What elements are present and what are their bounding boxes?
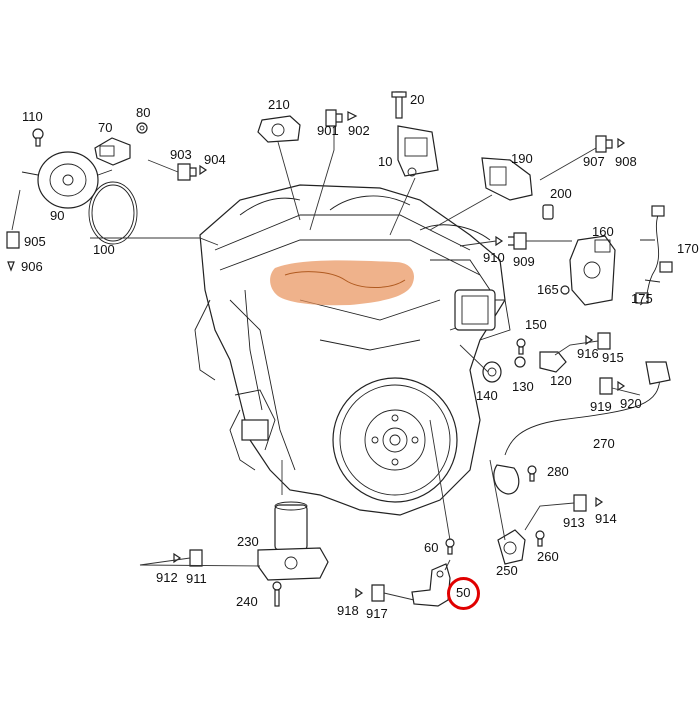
part-140-gasket	[482, 361, 502, 383]
part-170-harness	[635, 205, 673, 306]
callout-915[interactable]: 915	[602, 350, 624, 365]
callout-902[interactable]: 902	[348, 123, 370, 138]
callout-270[interactable]: 270	[593, 436, 615, 451]
callout-165[interactable]: 165	[537, 282, 559, 297]
callout-920[interactable]: 920	[620, 396, 642, 411]
callout-908[interactable]: 908	[615, 154, 637, 169]
callout-250[interactable]: 250	[496, 563, 518, 578]
callout-150[interactable]: 150	[525, 317, 547, 332]
callout-919[interactable]: 919	[590, 399, 612, 414]
callout-909[interactable]: 909	[513, 254, 535, 269]
part-190-valve	[481, 157, 533, 201]
callout-100[interactable]: 100	[93, 242, 115, 257]
part-90-pump	[21, 151, 113, 209]
callout-140[interactable]: 140	[476, 388, 498, 403]
callout-912[interactable]: 912	[156, 570, 178, 585]
callout-240[interactable]: 240	[236, 594, 258, 609]
part-240-bolt	[272, 581, 282, 607]
leader-lines	[11, 126, 641, 601]
part-210-sensor	[257, 115, 301, 143]
callout-907[interactable]: 907	[583, 154, 605, 169]
callout-130[interactable]: 130	[512, 379, 534, 394]
callout-230[interactable]: 230	[237, 534, 259, 549]
part-70-sensor	[94, 137, 131, 166]
callout-918[interactable]: 918	[337, 603, 359, 618]
manifold-highlight	[270, 260, 415, 306]
callout-160[interactable]: 160	[592, 224, 614, 239]
callout-260[interactable]: 260	[537, 549, 559, 564]
highlight-circle-50	[447, 577, 480, 610]
part-80-nut	[136, 122, 148, 134]
part-110-bolt	[32, 128, 44, 147]
callout-60[interactable]: 60	[424, 540, 439, 555]
callout-190[interactable]: 190	[511, 151, 533, 166]
callout-280[interactable]: 280	[547, 464, 569, 479]
callout-917[interactable]: 917	[366, 606, 388, 621]
part-260-bolt	[535, 530, 545, 547]
callout-914[interactable]: 914	[595, 511, 617, 526]
callout-904[interactable]: 904	[204, 152, 226, 167]
callout-905[interactable]: 905	[24, 234, 46, 249]
callout-175[interactable]: 175	[631, 291, 653, 306]
part-150-bolt	[516, 338, 526, 355]
callout-120[interactable]: 120	[550, 373, 572, 388]
part-10-module	[397, 125, 439, 177]
callout-200[interactable]: 200	[550, 186, 572, 201]
callout-170[interactable]: 170	[677, 241, 699, 256]
part-120-sensor	[539, 351, 567, 373]
callout-916[interactable]: 916	[577, 346, 599, 361]
flywheel	[332, 377, 458, 503]
part-200-screw	[542, 204, 554, 220]
callout-906[interactable]: 906	[21, 259, 43, 274]
callout-10[interactable]: 10	[378, 154, 393, 169]
callout-80[interactable]: 80	[136, 105, 151, 120]
part-130-washer	[514, 356, 526, 368]
callout-110[interactable]: 110	[22, 109, 43, 124]
part-270-knock-sensor	[493, 361, 671, 495]
callout-90[interactable]: 90	[50, 208, 65, 223]
callout-210[interactable]: 210	[268, 97, 290, 112]
part-160-valve	[569, 235, 616, 306]
callout-903[interactable]: 903	[170, 147, 192, 162]
part-165-washer	[560, 285, 570, 295]
part-230-filter	[257, 501, 329, 581]
callout-910[interactable]: 910	[483, 250, 505, 265]
part-250-sensor	[497, 529, 526, 565]
part-60-bolt	[445, 538, 455, 555]
callout-913[interactable]: 913	[563, 515, 585, 530]
callout-20[interactable]: 20	[410, 92, 425, 107]
part-280-bolt	[527, 465, 537, 482]
callout-70[interactable]: 70	[98, 120, 113, 135]
callout-901[interactable]: 901	[317, 123, 339, 138]
part-50-sensor	[411, 563, 451, 607]
callout-911[interactable]: 911	[186, 571, 207, 586]
connectors	[6, 109, 626, 602]
part-100-ring	[88, 181, 138, 245]
part-20-bolt	[391, 91, 407, 119]
